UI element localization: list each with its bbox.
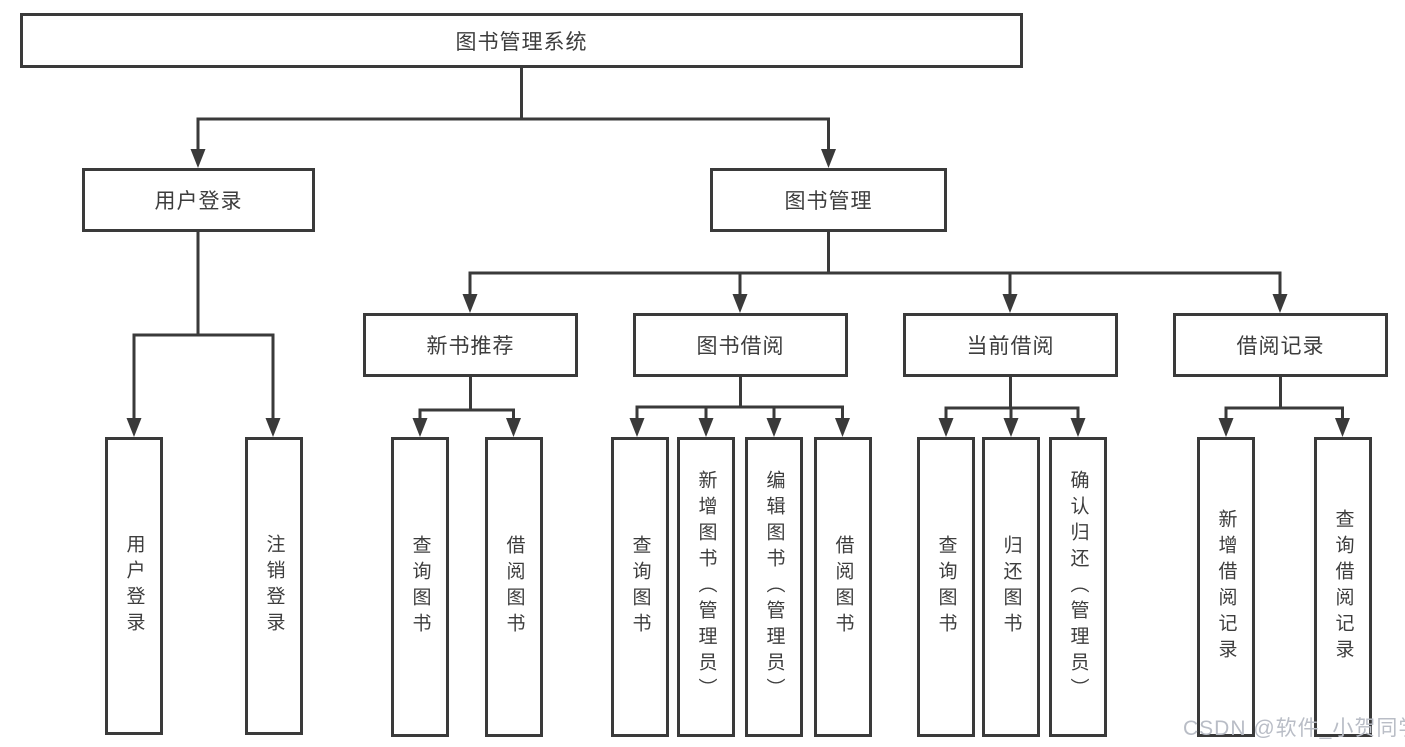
node-book-management: 图书管理 — [710, 168, 947, 232]
leaf-user-login: 用户登录 — [105, 437, 163, 735]
node-new-book-recommend: 新书推荐 — [363, 313, 578, 377]
leaf-add-borrow-record: 新增借阅记录 — [1197, 437, 1255, 737]
node-borrowing-records-label: 借阅记录 — [1236, 335, 1325, 358]
leaf-borrowing-query-books: 查询图书 — [611, 437, 669, 737]
node-current-borrowing: 当前借阅 — [903, 313, 1118, 377]
leaf-return-books-label: 归还图书 — [1000, 535, 1022, 639]
leaf-borrowing-borrow-books-label: 借阅图书 — [832, 535, 854, 639]
node-new-book-recommend-label: 新书推荐 — [426, 335, 515, 358]
node-root: 图书管理系统 — [20, 13, 1023, 68]
arrowheads — [126, 149, 1350, 437]
node-book-borrowing-label: 图书借阅 — [696, 335, 785, 358]
node-user-login-label: 用户登录 — [154, 190, 243, 213]
node-borrowing-records: 借阅记录 — [1173, 313, 1388, 377]
leaf-borrowing-borrow-books: 借阅图书 — [814, 437, 872, 737]
leaf-edit-books-admin-label: 编辑图书（管理员） — [763, 470, 785, 704]
leaf-logout-login: 注销登录 — [245, 437, 303, 735]
watermark: CSDN @软件_小贺同学 — [1183, 717, 1405, 740]
leaf-logout-login-label: 注销登录 — [263, 534, 285, 638]
leaf-current-query-books-label: 查询图书 — [935, 535, 957, 639]
leaf-current-query-books: 查询图书 — [917, 437, 975, 737]
leaf-query-borrow-record: 查询借阅记录 — [1314, 437, 1372, 737]
leaf-recommend-query-books-label: 查询图书 — [409, 535, 431, 639]
node-root-label: 图书管理系统 — [455, 30, 588, 54]
leaf-recommend-borrow-books-label: 借阅图书 — [503, 535, 525, 639]
leaf-add-borrow-record-label: 新增借阅记录 — [1215, 509, 1237, 665]
leaf-add-books-admin-label: 新增图书（管理员） — [695, 470, 717, 704]
leaf-recommend-query-books: 查询图书 — [391, 437, 449, 737]
leaf-add-books-admin: 新增图书（管理员） — [677, 437, 735, 737]
leaf-confirm-return-admin: 确认归还（管理员） — [1049, 437, 1107, 737]
leaf-query-borrow-record-label: 查询借阅记录 — [1332, 509, 1354, 665]
node-user-login: 用户登录 — [82, 168, 315, 232]
node-book-borrowing: 图书借阅 — [633, 313, 848, 377]
leaf-recommend-borrow-books: 借阅图书 — [485, 437, 543, 737]
leaf-edit-books-admin: 编辑图书（管理员） — [745, 437, 803, 737]
leaf-user-login-label: 用户登录 — [123, 534, 145, 638]
node-current-borrowing-label: 当前借阅 — [966, 335, 1055, 358]
node-book-management-label: 图书管理 — [784, 190, 873, 213]
leaf-confirm-return-admin-label: 确认归还（管理员） — [1067, 470, 1089, 704]
leaf-borrowing-query-books-label: 查询图书 — [629, 535, 651, 639]
leaf-return-books: 归还图书 — [982, 437, 1040, 737]
